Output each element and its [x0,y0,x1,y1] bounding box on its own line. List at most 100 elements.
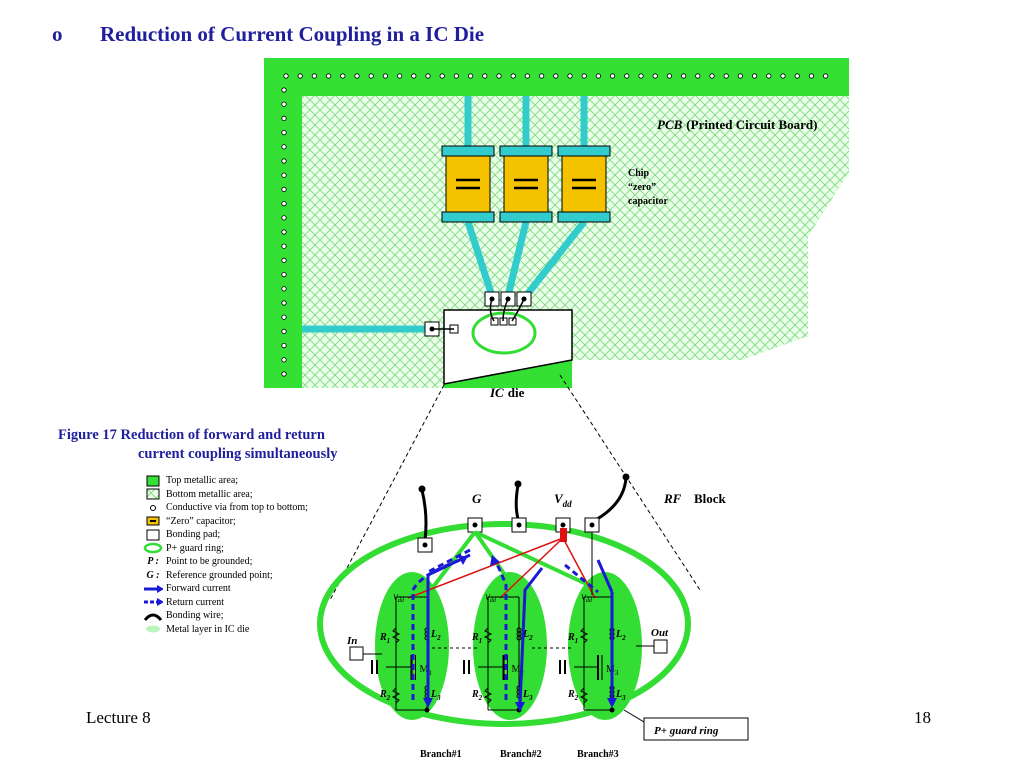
via [281,101,287,107]
legend-item: Top metallic area; [143,474,308,488]
via [425,73,431,79]
legend-item: G :Reference grounded point; [143,569,308,583]
via [751,73,758,79]
via [524,73,531,79]
slide-title: o Reduction of Current Coupling in a IC D… [52,22,484,47]
cap-label-3: capacitor [628,196,669,207]
out-label: Out [651,627,669,639]
via-row [281,73,829,377]
r2-label: R2 [471,689,483,702]
g-label: G [472,491,482,506]
l1-label: L2 [522,629,533,642]
ic-metal-icon [143,623,163,636]
die-pad-row [417,517,600,553]
via [281,300,287,306]
legend-label: P+ guard ring; [166,542,224,554]
vdd-label: Vdd [554,491,572,509]
figure-caption: Figure 17 Reduction of forward and retur… [58,426,338,464]
bonding-wire-icon [143,609,163,622]
branch-2-label: Branch#2 [500,749,542,760]
l2-label: L3 [430,689,441,702]
legend-label: Conductive via from top to bottom; [166,502,308,513]
legend-item: Forward current [143,582,308,596]
via [709,73,715,79]
legend-item: P+ guard ring; [143,542,308,556]
via [281,144,287,150]
pcb-bottom-metal [302,96,849,388]
via [467,73,474,79]
legend-item: Metal layer in IC die [143,623,308,637]
via [794,73,800,79]
l2-label: L3 [522,689,533,702]
via [368,73,374,79]
transistor-label: M1 [420,664,433,677]
r2-label: R2 [567,689,579,702]
legend-label: Top metallic area; [166,475,239,486]
in-pad [349,646,364,661]
r2-label: R2 [379,689,391,702]
via [281,314,287,320]
legend-label: Reference grounded point; [166,569,273,581]
r1-label: R1 [567,632,578,645]
via [652,73,658,79]
via [695,73,701,79]
zoom-line-left [329,384,445,601]
via-icon [143,501,163,514]
zoom-line-right [559,374,701,591]
legend: Top metallic area; Bottom metallic area; C… [143,474,308,636]
via [538,73,545,79]
l1-label: L2 [430,629,441,642]
cap-traces [302,96,588,333]
guard-ring-icon [143,542,163,555]
via [766,73,772,79]
legend-item: Conductive via from top to bottom; [143,501,308,515]
legend-item: Bonding wire; [143,609,308,623]
bottom-metal-icon [143,488,163,501]
p-guard-ring [317,521,691,727]
via [281,342,287,349]
via [281,328,287,334]
guard-ring-label: P+ guard ring [654,725,719,737]
die-pads [432,298,525,334]
via [281,158,287,164]
via [595,73,602,79]
legend-label: Bottom metallic area; [166,488,253,500]
page-number: 18 [914,708,931,727]
title-text: Reduction of Current Coupling in a IC Di… [100,22,485,46]
legend-label: “Zero” capacitor; [166,515,236,527]
current-arrows [411,548,617,712]
via [609,73,616,79]
zero-capacitor-icon [143,515,163,528]
via [396,73,403,79]
via [281,257,287,263]
chip-capacitor-1 [441,145,495,223]
via [281,172,287,178]
via [354,73,360,79]
via [281,371,287,377]
in-label: In [346,635,357,647]
forward-current-icon [143,582,163,595]
return-current-icon [143,596,163,609]
cap-label-2: “zero” [628,182,656,193]
legend-label: Metal layer in IC die [166,623,250,635]
via [808,73,815,79]
legend-item: Bonding pad; [143,528,308,542]
caption-line-1: Figure 17 Reduction of forward and retur… [58,427,325,443]
via [780,73,786,79]
vdd-node-label: Vdd [393,593,405,604]
via [666,73,673,79]
via [281,271,287,278]
guard-ring-pointer [623,709,645,723]
legend-label: Return current [166,596,225,608]
rf-label: RF [663,491,682,506]
via [281,87,287,93]
via [496,73,502,79]
l1-label: L2 [615,629,626,642]
r1-label: R1 [471,632,482,645]
via [822,73,829,79]
via [638,73,644,79]
via [581,73,587,79]
title-bullet: o [52,22,63,46]
